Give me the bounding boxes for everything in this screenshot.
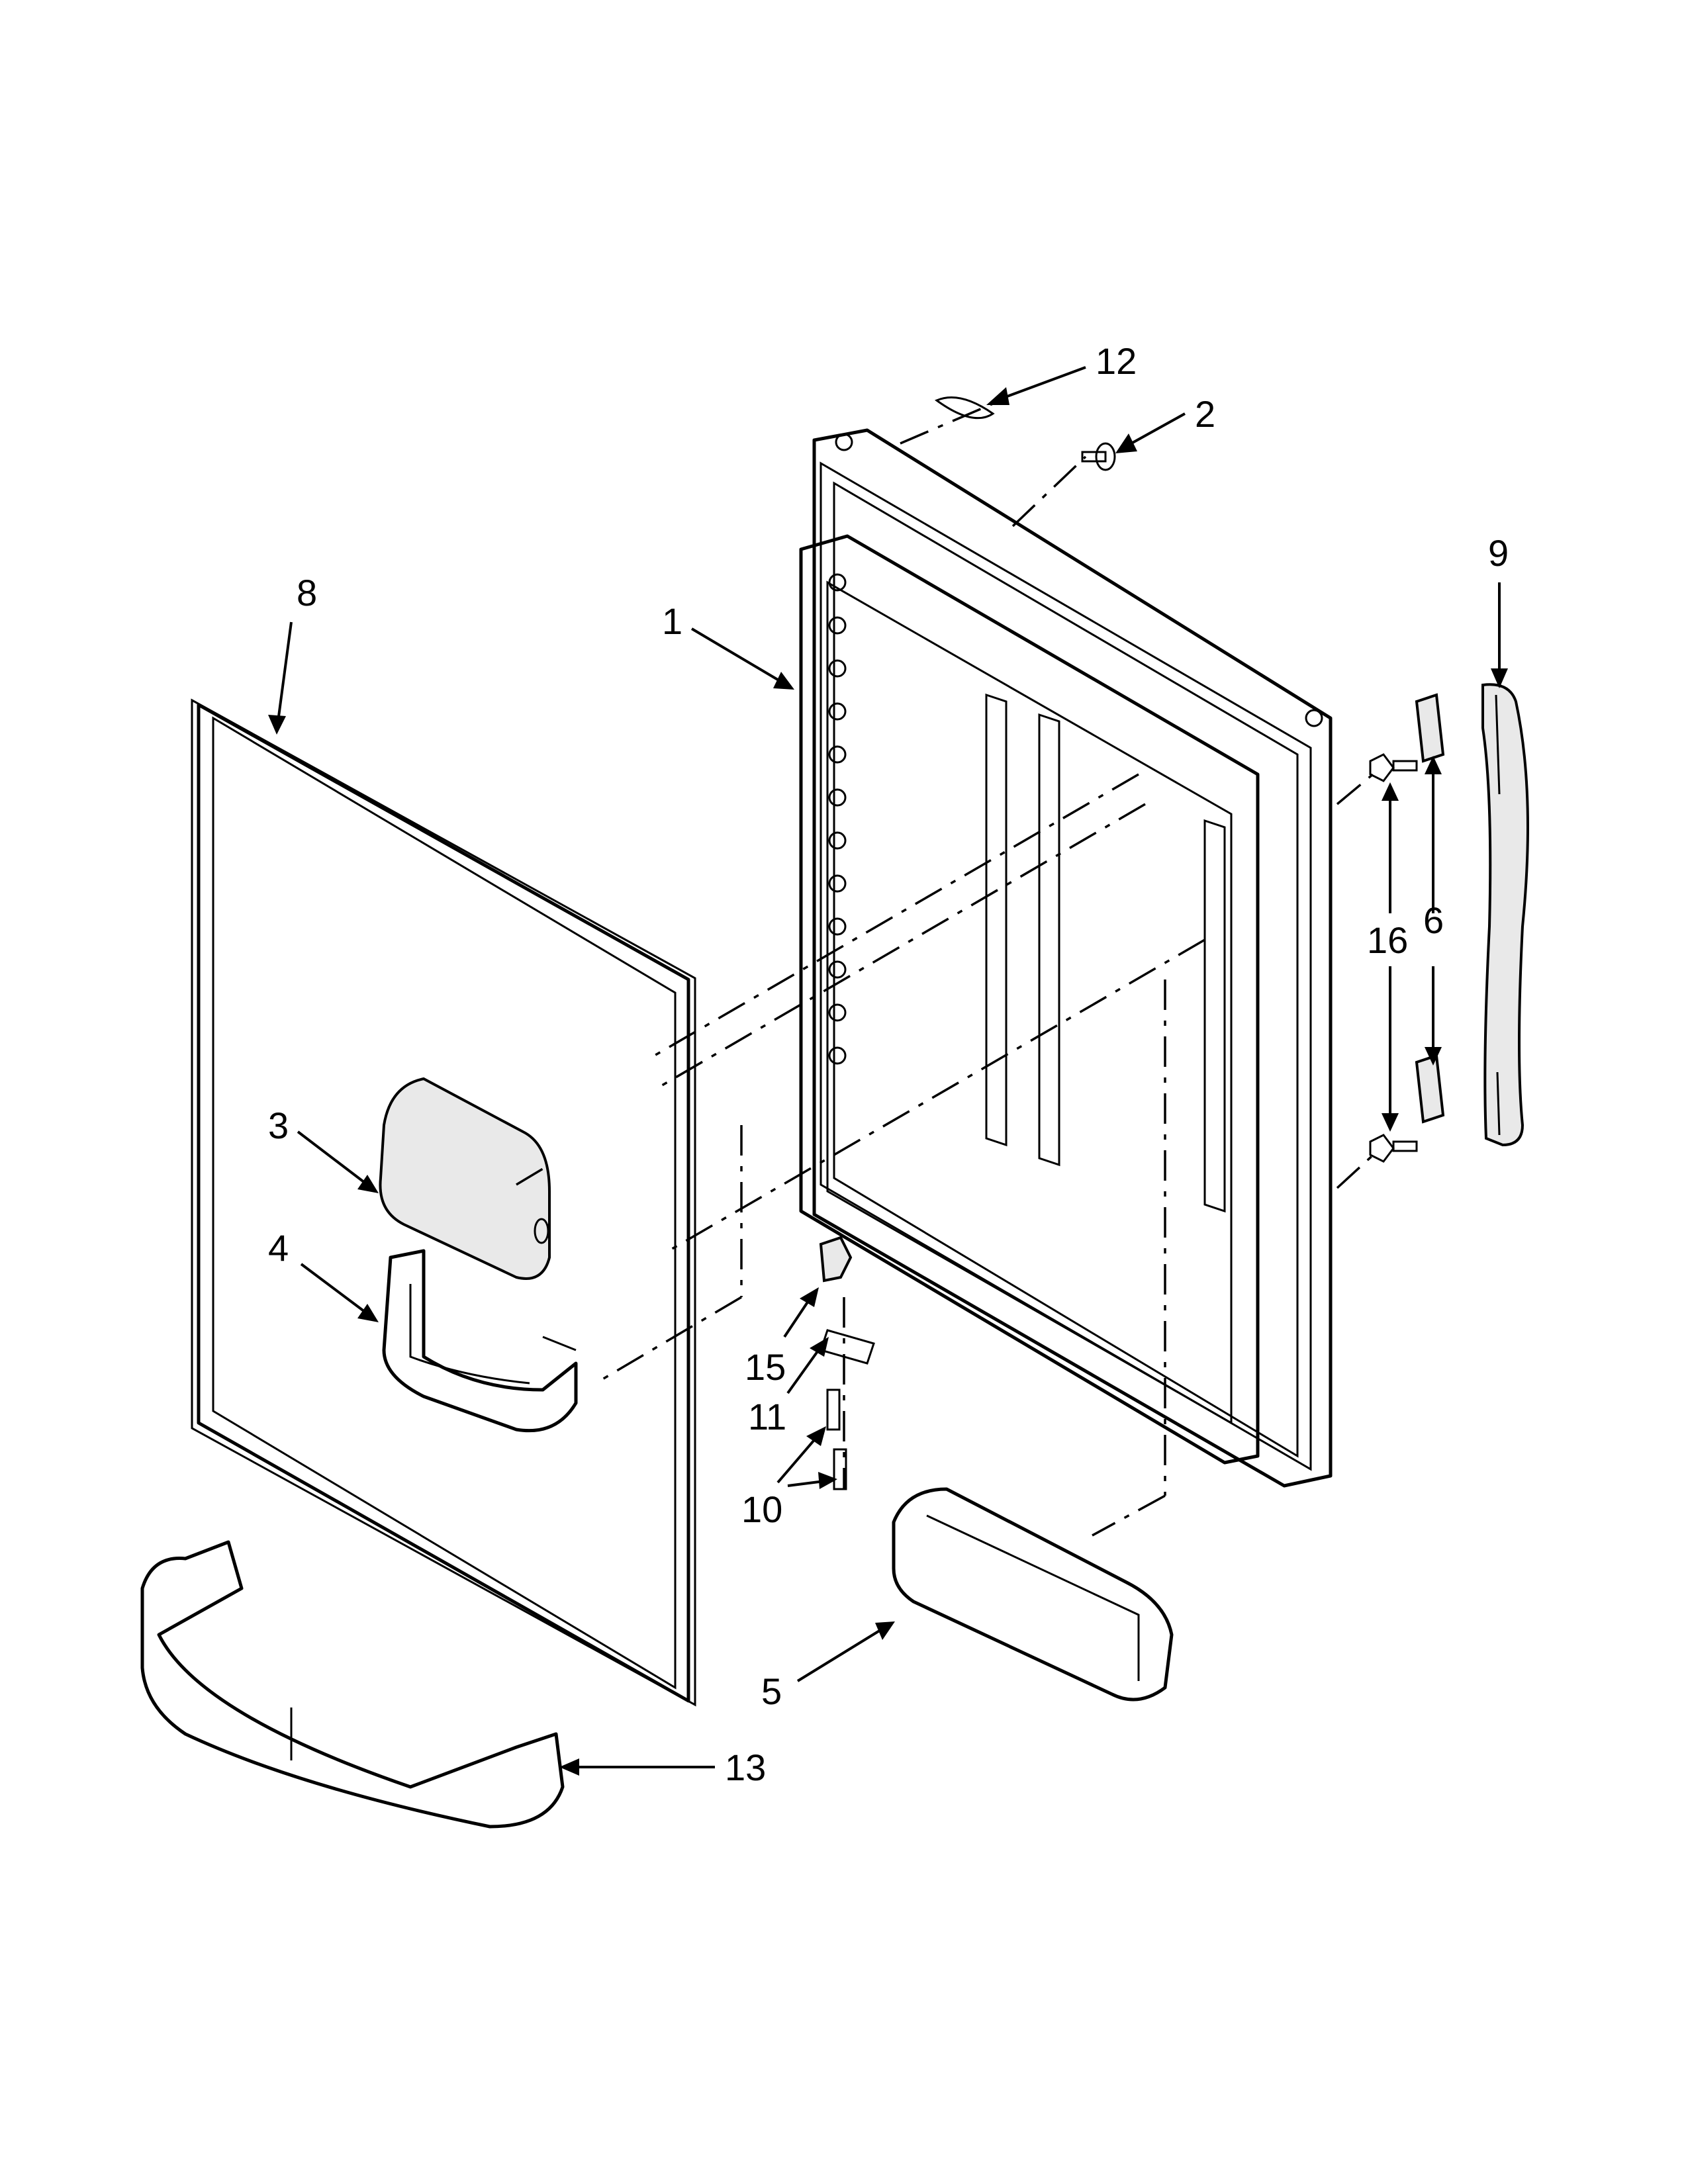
- hinge-plate-part-11: [820, 1329, 875, 1365]
- callout-13: 13: [725, 1747, 766, 1788]
- callout-4: 4: [268, 1227, 289, 1269]
- shelf-clip-column: [828, 573, 847, 1065]
- callout-12: 12: [1096, 340, 1137, 382]
- handle-bracket-part-6: [1415, 693, 1445, 1124]
- callout-10: 10: [741, 1488, 782, 1530]
- callout-5: 5: [761, 1670, 782, 1712]
- callout-15: 15: [745, 1346, 786, 1388]
- callout-11: 11: [748, 1396, 786, 1437]
- callout-labels: 12 2 1 8 9 3 4 16 6 15 11 10 5 13: [268, 340, 1509, 1788]
- door-liner-part-1: [799, 428, 1333, 1488]
- callout-1: 1: [662, 600, 682, 642]
- callout-8: 8: [297, 572, 317, 614]
- door-panel-part-8: [191, 698, 696, 1707]
- hinge-bushing-part-15: [819, 1236, 853, 1283]
- screw-part-16: [1369, 753, 1418, 1163]
- plug-part-12: [934, 396, 995, 420]
- callout-16: 16: [1367, 919, 1408, 961]
- callout-3: 3: [268, 1105, 289, 1146]
- door-bin-part-13: [140, 1540, 565, 1829]
- callout-9: 9: [1488, 532, 1509, 574]
- leader-lines: [268, 366, 1508, 1776]
- screw-part-2: [1081, 442, 1116, 471]
- dispenser-tray-part-4: [382, 1249, 578, 1433]
- dispenser-cover-part-3: [379, 1077, 551, 1280]
- handle-part-9: [1481, 683, 1529, 1147]
- door-bin-part-5: [892, 1487, 1174, 1702]
- hinge-screws-part-10: [826, 1388, 847, 1490]
- callout-6: 6: [1423, 899, 1444, 941]
- callout-2: 2: [1195, 393, 1215, 435]
- alignment-lines: [516, 402, 1378, 1537]
